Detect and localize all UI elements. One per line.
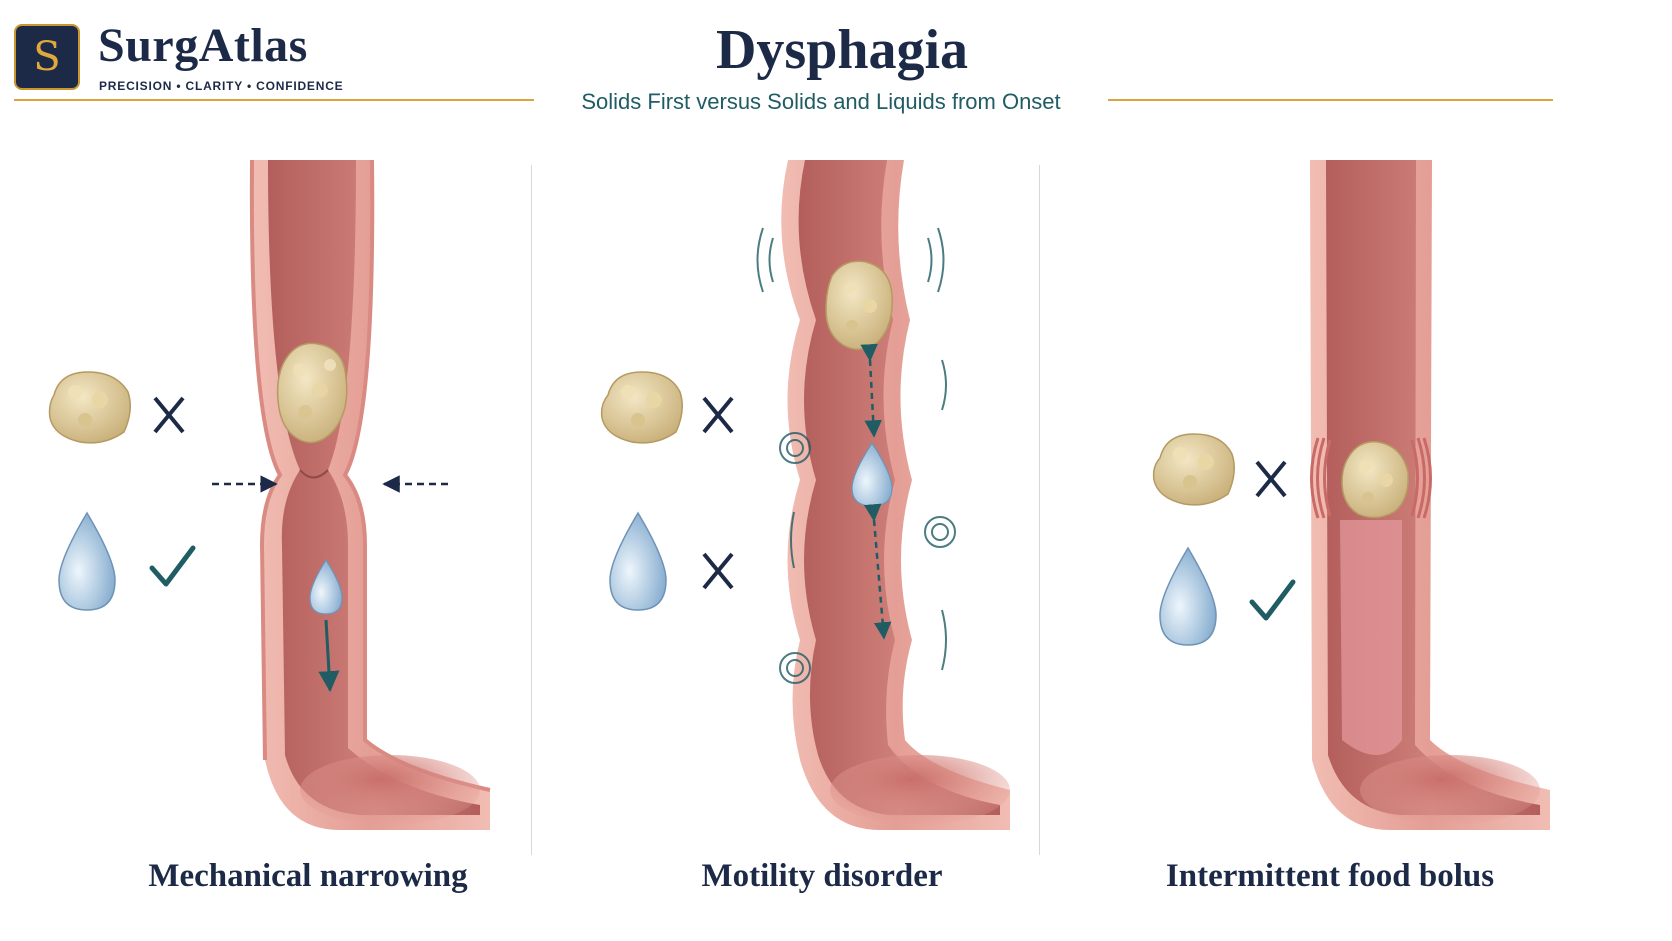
x-mark-icon [702,396,734,434]
x-mark-icon [153,396,185,434]
brand-tagline: PRECISION • CLARITY • CONFIDENCE [99,79,344,93]
liquid-droplet-icon [58,511,116,611]
esophageal-ring [1310,437,1432,519]
esophagus-ring-illustration [1310,160,1550,830]
panel-motility-disorder [600,160,1010,830]
stuck-food-bolus [825,260,893,351]
caption-motility-disorder: Motility disorder [701,858,943,894]
solid-food-icon [1152,433,1235,506]
brand-logo: S [14,24,80,90]
esophagus-narrowed-illustration [249,159,491,830]
flow-arrow [318,619,340,693]
brand-name: SurgAtlas [98,19,308,72]
liquid-droplet-icon [1159,546,1217,646]
x-mark-icon [702,552,734,590]
spasm-waves [756,227,956,684]
check-mark-icon [149,545,196,587]
check-mark-icon [1249,579,1296,621]
logo-letter: S [33,34,61,80]
esophagus-wavy-illustration [781,160,1010,830]
page-subtitle: Solids First versus Solids and Liquids f… [581,89,1061,114]
caption-intermittent-food-bolus: Intermittent food bolus [1165,858,1495,894]
impacted-food-bolus [276,342,348,444]
panel-intermittent-food-bolus [1152,160,1550,830]
reflux-arrow-upper [860,343,882,438]
panel-divider-1 [531,165,532,855]
solid-food-icon [48,371,131,444]
page-title: Dysphagia [715,19,969,81]
x-mark-icon [1255,460,1287,498]
panel-mechanical-narrowing [48,159,491,830]
reflux-arrow-lower [863,503,892,640]
header-rule-left [14,99,534,101]
solid-food-icon [600,371,683,444]
caption-mechanical-narrowing: Mechanical narrowing [148,858,468,894]
panel-divider-2 [1039,165,1040,855]
liquid-droplet-icon [609,511,667,611]
lodged-food-bolus [1341,441,1409,519]
liquid-droplet-passing [309,558,343,693]
header-rule-right [1108,99,1553,101]
